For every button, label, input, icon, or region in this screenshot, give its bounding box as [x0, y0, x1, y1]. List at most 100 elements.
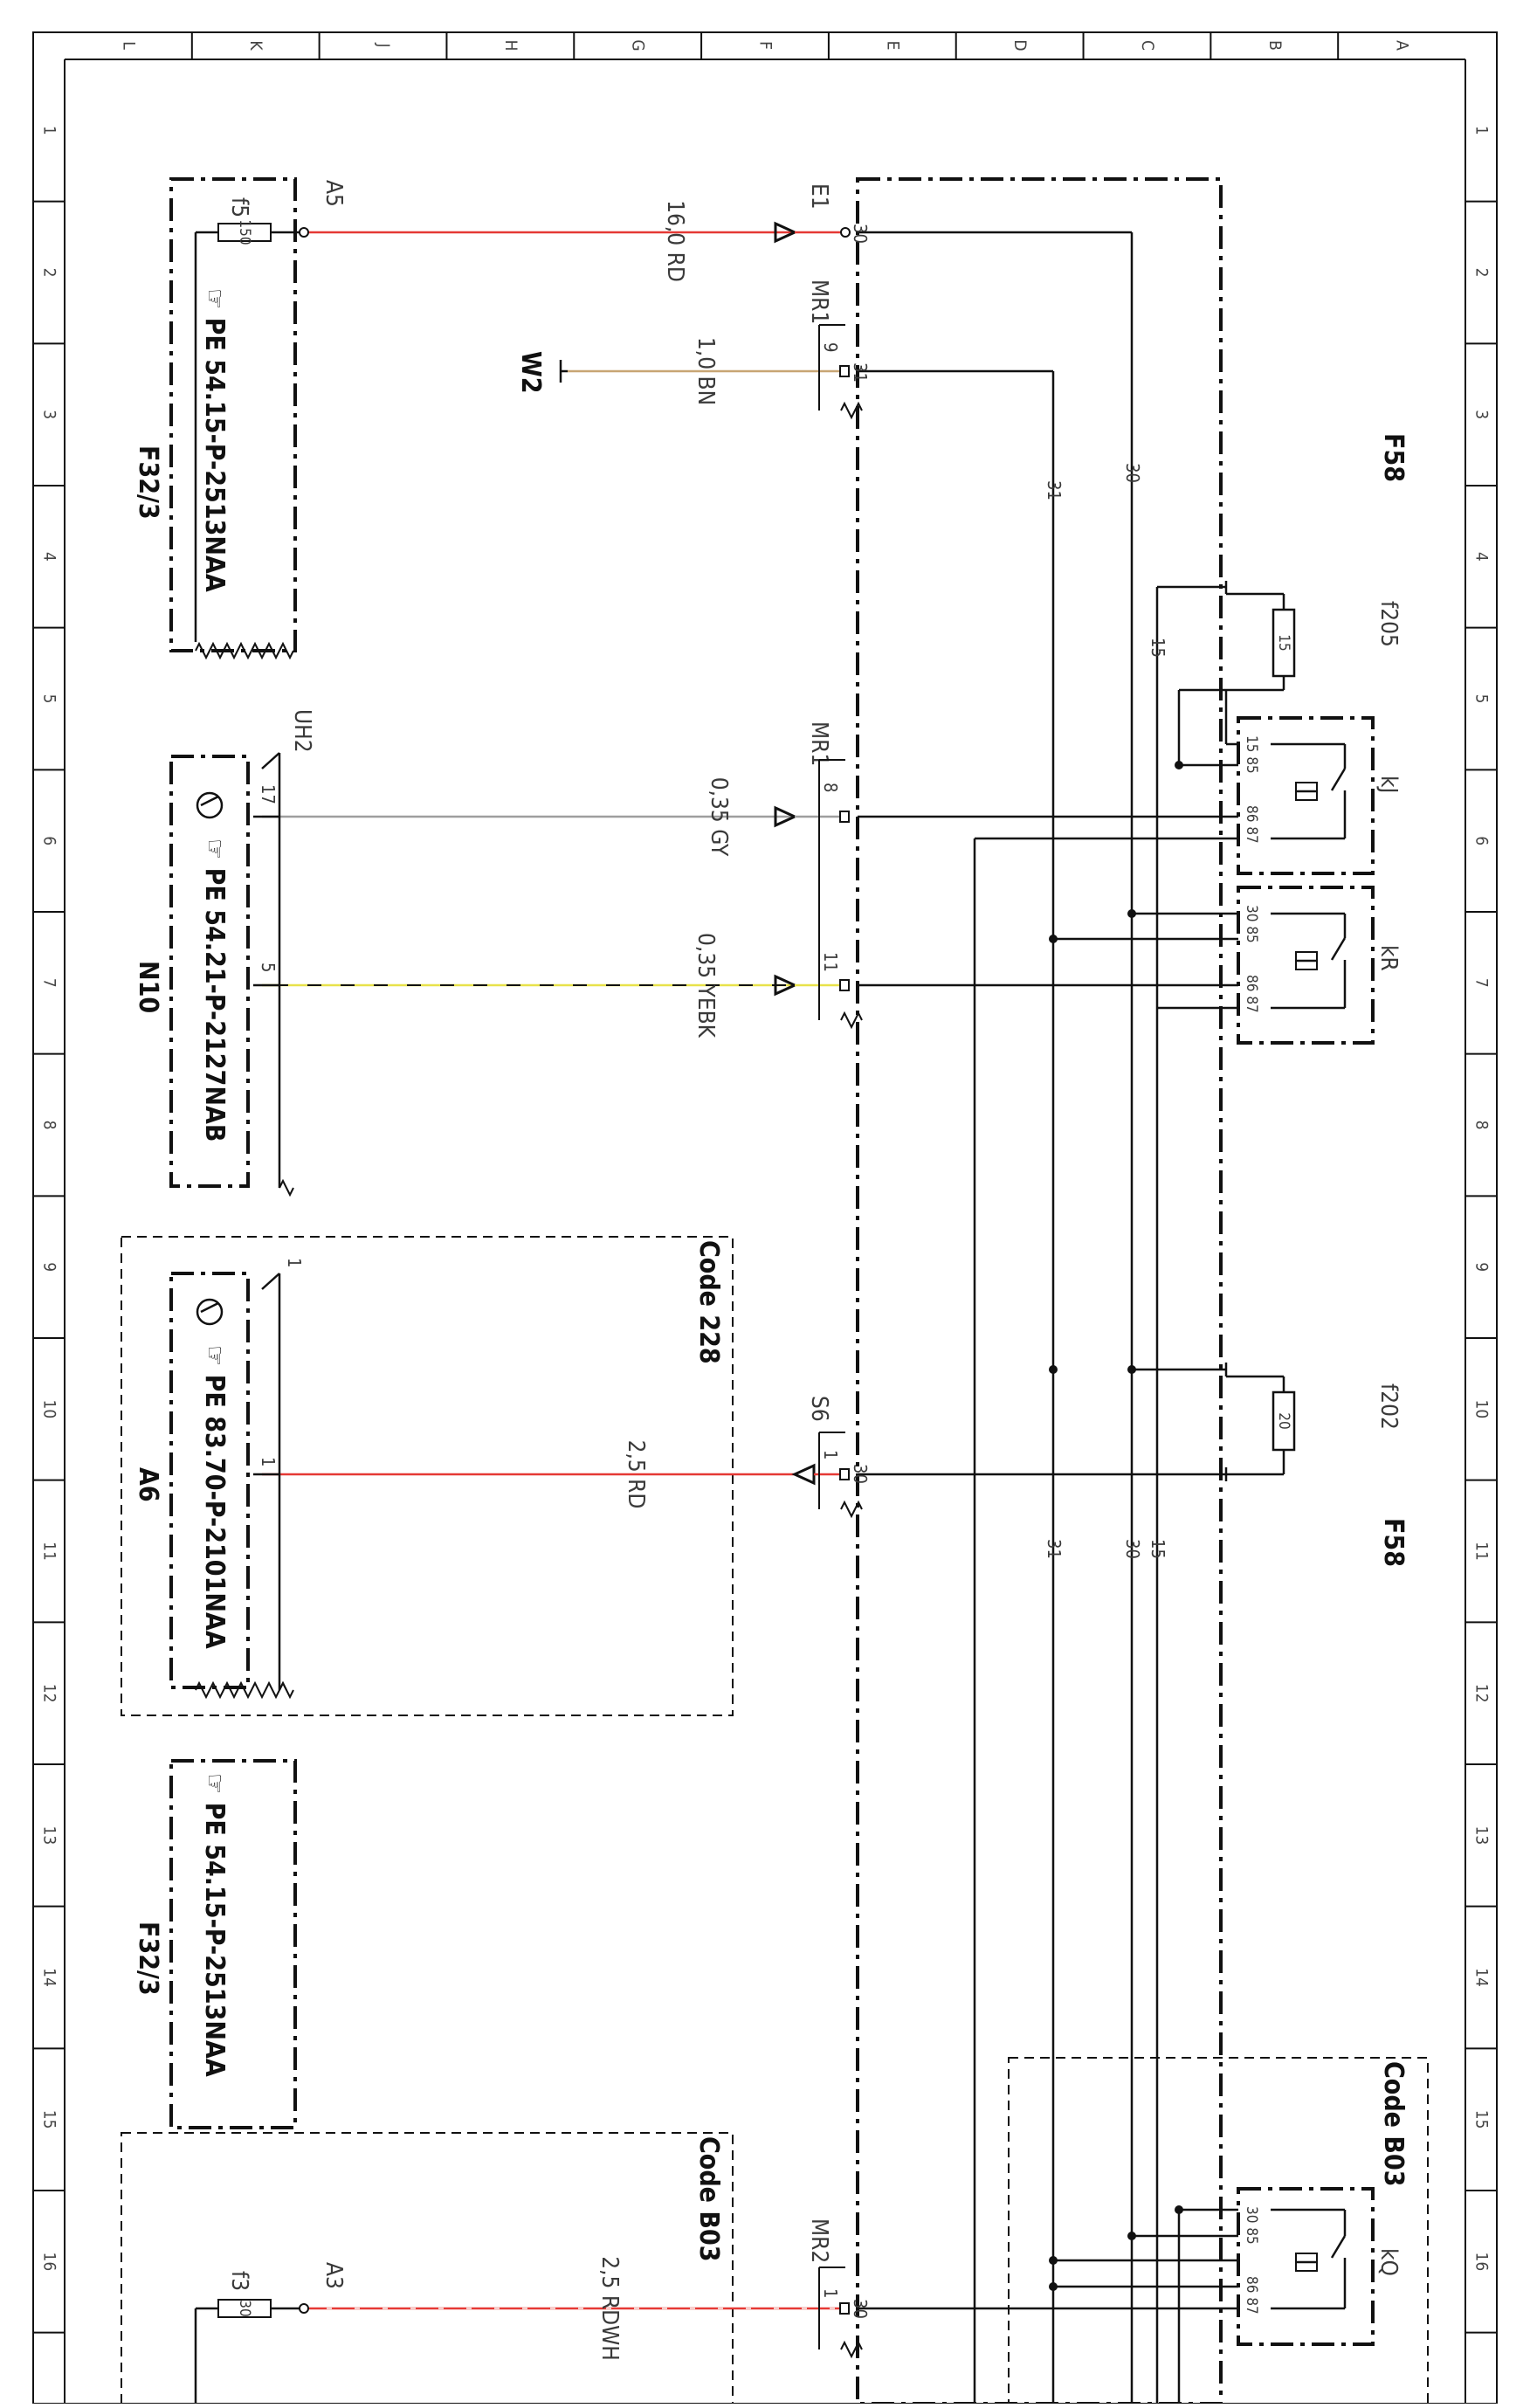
- column-letter: D: [1010, 39, 1030, 51]
- row-number: 15: [1472, 2110, 1492, 2129]
- cut-marks: [195, 401, 863, 2359]
- f32-3-bottom-box: [169, 1759, 297, 2129]
- svg-text:N10: N10: [133, 961, 163, 1013]
- svg-text:f205: f205: [1375, 601, 1402, 647]
- wire-16-rd-label: 16,0 RD: [662, 200, 688, 282]
- row-number: 7: [1472, 978, 1492, 988]
- svg-text:15: 15: [1148, 638, 1168, 658]
- n10-box: [169, 755, 250, 1188]
- code-b03-left-box: [121, 2132, 734, 2405]
- row-number: 6: [40, 836, 59, 845]
- junction-dots: [1049, 761, 1183, 2291]
- column-letter: A: [1393, 40, 1412, 51]
- svg-text:30 85: 30 85: [1243, 2206, 1260, 2245]
- sensor-icon: [196, 791, 224, 819]
- pe-ref-icon: ☞: [199, 288, 230, 309]
- row-number: 4: [40, 552, 59, 562]
- connector-mr2: MR2 1 30: [806, 2218, 871, 2349]
- bus-label-15-top: 15: [1148, 638, 1168, 658]
- connector-s6: S6 1 30: [806, 1396, 871, 1509]
- svg-text:☞ PE 54.15-P-2513NAA: ☞ PE 54.15-P-2513NAA: [199, 288, 230, 592]
- svg-text:1: 1: [284, 1258, 305, 1267]
- wire-16-rd: 16,0 RD: [304, 200, 845, 282]
- connector-mr1-b: MR1 8 11: [806, 721, 850, 1020]
- svg-text:30: 30: [236, 2300, 253, 2316]
- svg-text:17: 17: [258, 784, 279, 804]
- svg-text:Code B03: Code B03: [693, 2136, 724, 2262]
- wire-035-gy-label: 0,35 GY: [706, 777, 732, 857]
- svg-text:☞ PE 54.21-P-2127NAB: ☞ PE 54.21-P-2127NAB: [199, 838, 230, 1142]
- column-letter: E: [883, 41, 902, 51]
- f58-label-bottom: F58: [1378, 1518, 1409, 1567]
- row-number: 11: [40, 1542, 59, 1561]
- row-number: 13: [40, 1825, 59, 1845]
- cut-mark: [840, 1500, 863, 1519]
- row-number: 8: [40, 1121, 59, 1130]
- pe-ref-icon: ☞: [199, 1773, 230, 1794]
- row-number: 3: [1472, 410, 1492, 419]
- svg-text:1: 1: [820, 1450, 841, 1459]
- cut-mark: [195, 1680, 287, 1700]
- row-number: 1: [40, 126, 59, 135]
- svg-text:kQ: kQ: [1375, 2248, 1402, 2276]
- svg-text:11: 11: [820, 952, 841, 972]
- wire-25-rd-label: 2,5 RD: [623, 1440, 649, 1509]
- svg-text:31: 31: [1044, 480, 1065, 500]
- a6-internals: Code 228 1 1 ☞ PE 83.70-P-2101NAA A6: [133, 1240, 724, 1690]
- column-letter: G: [629, 39, 648, 51]
- svg-text:1: 1: [258, 1457, 279, 1466]
- wire-035-yebk-label: 0,35 YEBK: [693, 933, 719, 1038]
- row-number: 16: [40, 2252, 59, 2271]
- connector-mr1-a: MR1 9 31: [806, 279, 871, 411]
- column-letter: B: [1265, 40, 1285, 51]
- svg-text:kR: kR: [1375, 945, 1402, 971]
- bus-label-31-top: 31: [1044, 480, 1065, 500]
- svg-text:86 87: 86 87: [1243, 975, 1260, 1013]
- cut-mark: [840, 401, 863, 420]
- cut-mark: [840, 1011, 863, 1030]
- svg-text:5: 5: [258, 963, 279, 972]
- row-number: 10: [1472, 1399, 1492, 1418]
- code-b03-right-box: [1008, 2057, 1429, 2405]
- svg-text:15: 15: [1275, 634, 1292, 651]
- svg-text:86 87: 86 87: [1243, 2276, 1260, 2315]
- svg-text:15 85: 15 85: [1243, 735, 1260, 774]
- row-number: 5: [1472, 694, 1492, 704]
- svg-text:30: 30: [1122, 463, 1143, 483]
- wire-1-bn: 1,0 BN: [568, 337, 845, 405]
- wire-25-rdwh-label: 2,5 RDWH: [596, 2256, 623, 2361]
- cut-mark: [279, 1178, 294, 1197]
- svg-text:kJ: kJ: [1375, 776, 1402, 793]
- column-letter: J: [374, 42, 393, 47]
- row-number: 5: [40, 694, 59, 704]
- row-number: 6: [1472, 836, 1492, 845]
- svg-text:MR1: MR1: [806, 721, 832, 766]
- wire-1-bn-label: 1,0 BN: [693, 337, 719, 405]
- row-number: 10: [40, 1399, 59, 1418]
- fuse-f205: f205 15: [1272, 601, 1402, 678]
- relay-kq-box: [1237, 2187, 1375, 2346]
- wire-25-rdwh: 2,5 RDWH: [304, 2256, 845, 2361]
- svg-text:Code B03: Code B03: [1378, 2061, 1409, 2187]
- svg-text:15: 15: [1148, 1539, 1168, 1559]
- svg-text:30: 30: [850, 224, 871, 244]
- row-number: 2: [40, 268, 59, 278]
- cut-mark: [840, 2340, 863, 2359]
- svg-text:MR2: MR2: [806, 2218, 832, 2263]
- row-number: 16: [1472, 2252, 1492, 2271]
- svg-text:A3: A3: [320, 2262, 347, 2289]
- svg-text:31: 31: [850, 362, 871, 383]
- bus-label-31-bottom: 31: [1044, 1539, 1065, 1559]
- svg-text:F32/3: F32/3: [133, 445, 163, 520]
- svg-text:f3: f3: [226, 2271, 252, 2291]
- svg-text:A6: A6: [133, 1467, 163, 1502]
- column-letter: L: [119, 41, 138, 50]
- svg-text:31: 31: [1044, 1539, 1065, 1559]
- f32-3-top-box: [169, 177, 297, 652]
- row-number: 12: [1472, 1684, 1492, 1703]
- row-number: 14: [1472, 1968, 1492, 1987]
